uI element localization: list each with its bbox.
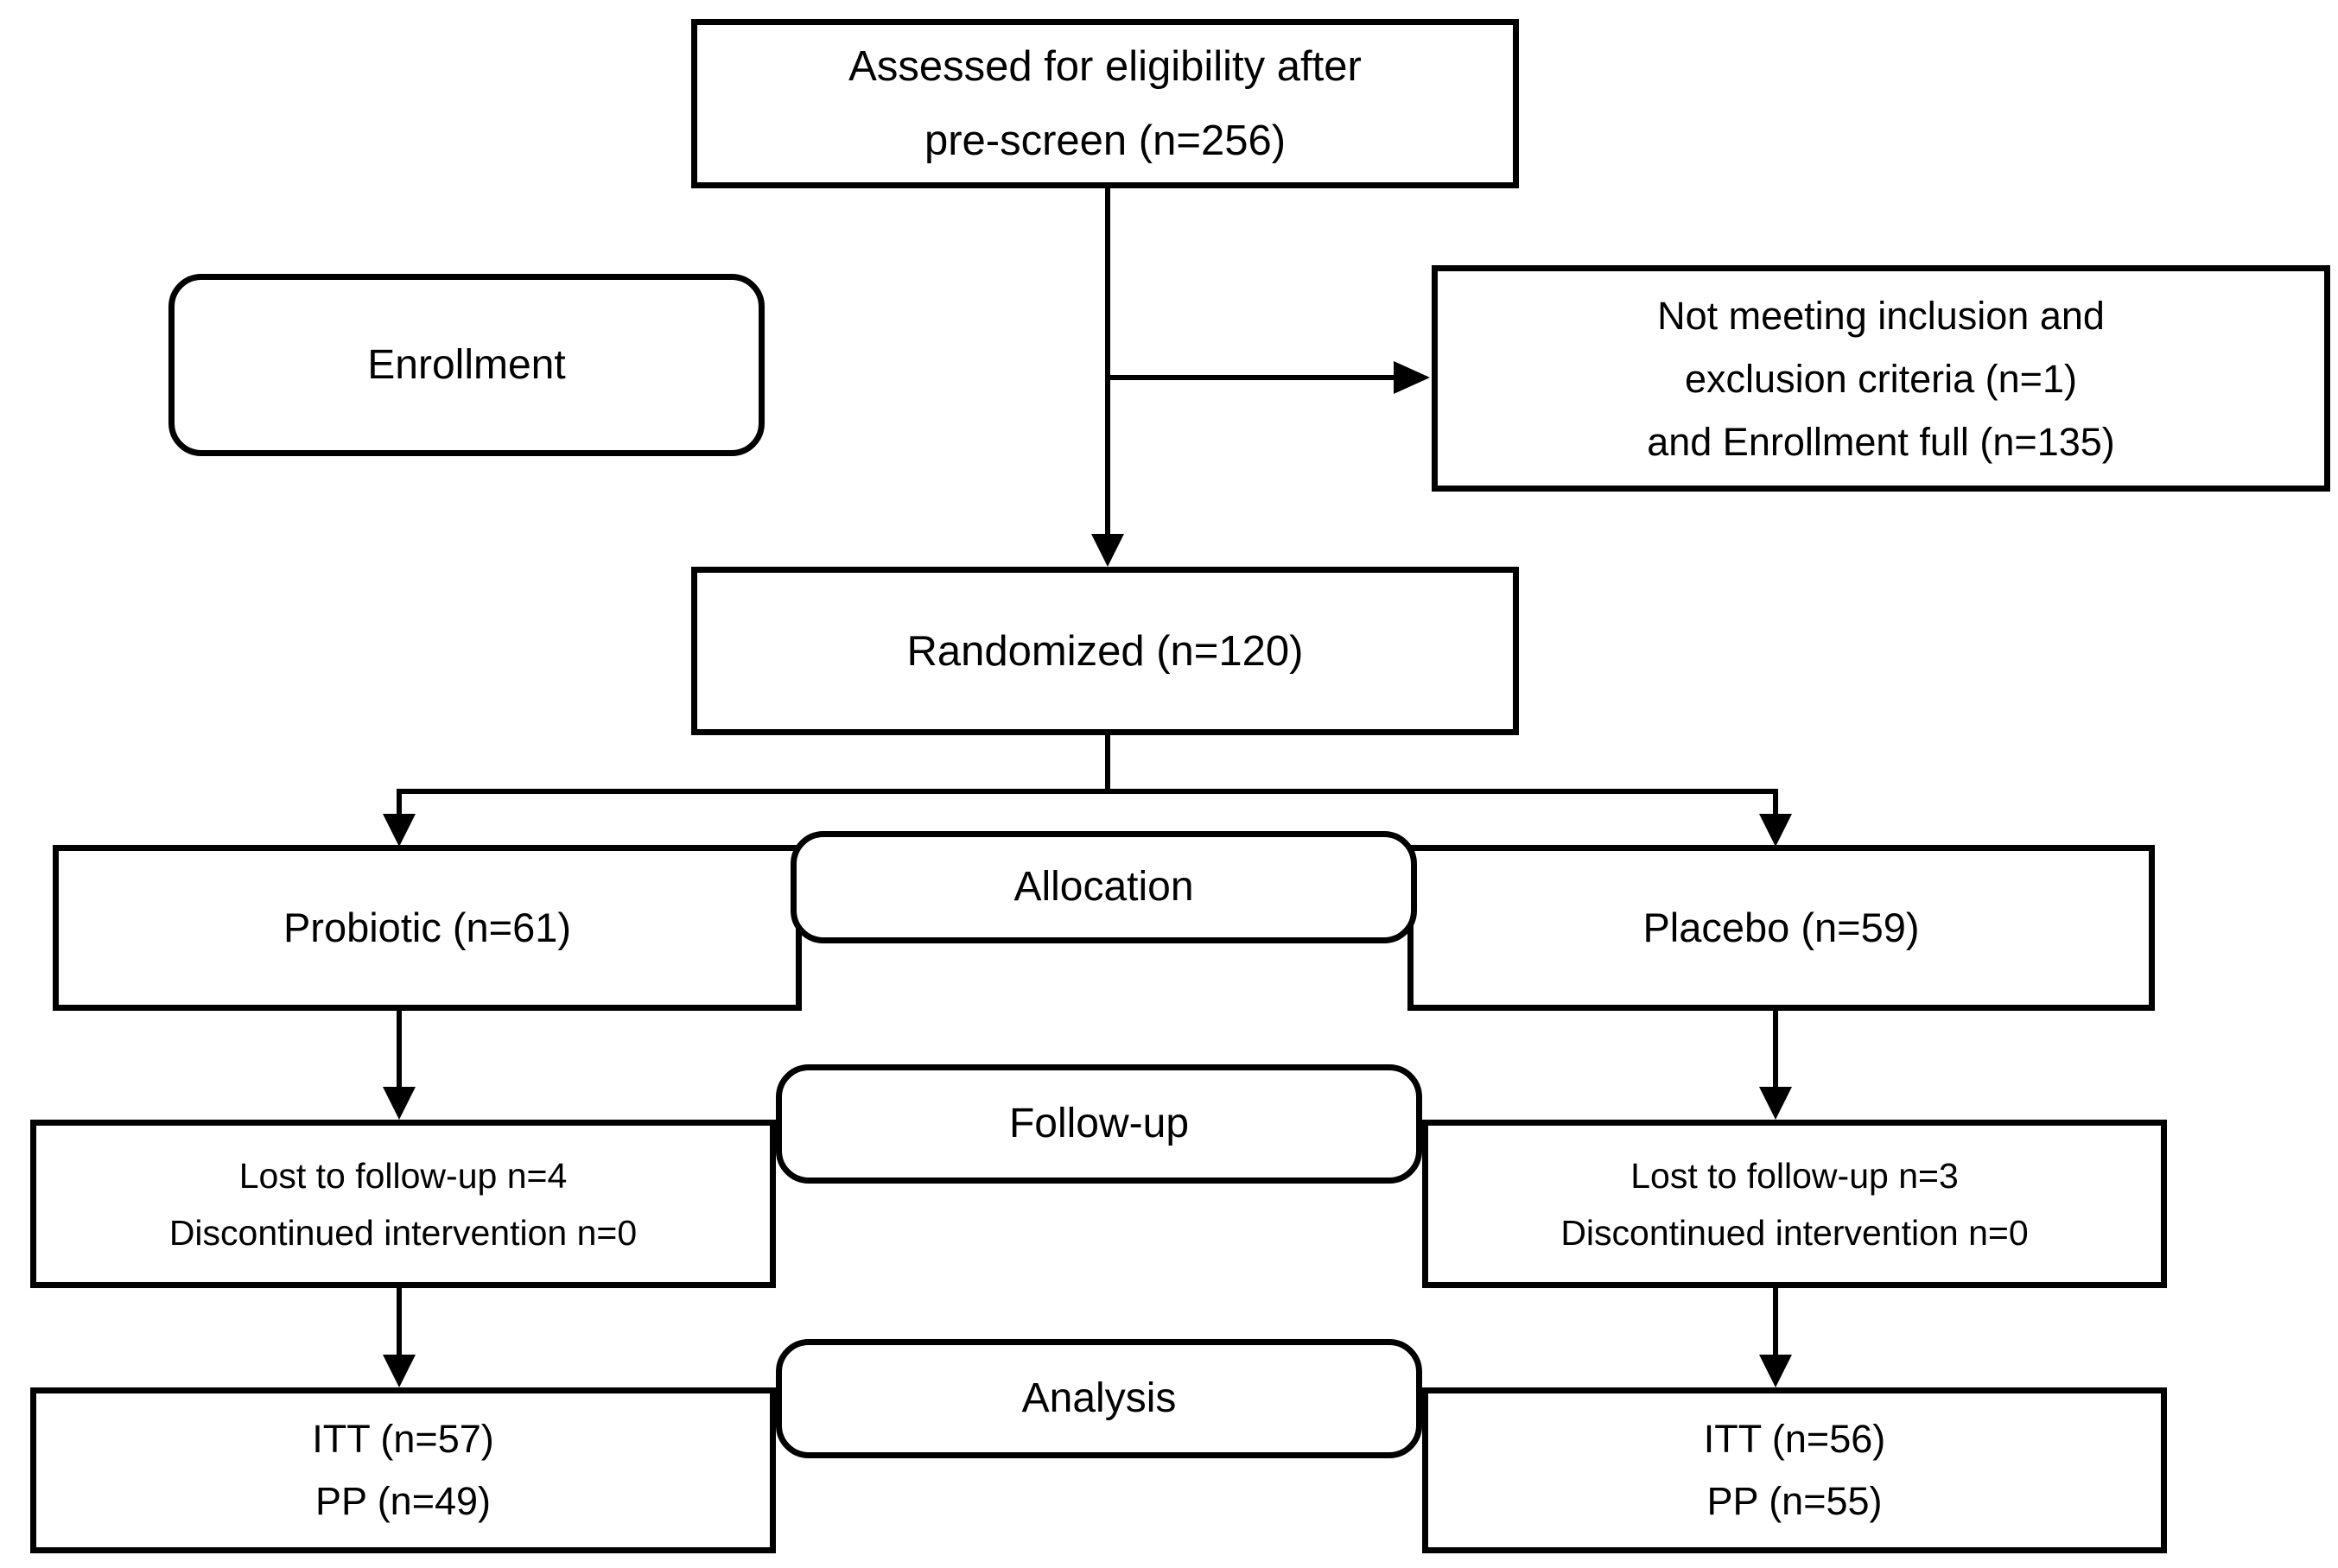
analysis-label: Analysis bbox=[1021, 1375, 1177, 1421]
assessed-to-randomized-arrowhead-icon bbox=[1091, 534, 1124, 567]
followup-label: Follow-up bbox=[1008, 1101, 1190, 1146]
randomized-stub-line bbox=[1105, 735, 1110, 794]
fork-right-arrowhead-icon bbox=[1759, 814, 1792, 847]
probiotic-followup-line-2: Discontinued intervention n=0 bbox=[168, 1212, 638, 1253]
probiotic-to-followup-arrowhead-icon bbox=[383, 1087, 416, 1120]
fork-right-descender-line bbox=[1773, 789, 1778, 816]
allocation-label: Allocation bbox=[1013, 864, 1194, 910]
randomized-text: Randomized (n=120) bbox=[906, 627, 1304, 675]
placebo-to-analysis-arrowhead-icon bbox=[1759, 1355, 1792, 1387]
placebo-text: Placebo (n=59) bbox=[1642, 905, 1920, 950]
probiotic-to-followup-line bbox=[397, 1011, 402, 1090]
placebo-box: Placebo (n=59) bbox=[1407, 845, 2155, 1011]
probiotic-followup-line-1: Lost to follow-up n=4 bbox=[238, 1155, 568, 1196]
enrollment-label-box: Enrollment bbox=[168, 274, 765, 456]
placebo-followup-box: Lost to follow-up n=3 Discontinued inter… bbox=[1422, 1120, 2167, 1288]
enrollment-label: Enrollment bbox=[367, 341, 566, 388]
fork-line bbox=[397, 789, 1778, 794]
probiotic-analysis-box: ITT (n=57) PP (n=49) bbox=[30, 1387, 776, 1553]
assessed-line-2: pre-screen (n=256) bbox=[924, 117, 1287, 164]
followup-label-box: Follow-up bbox=[776, 1064, 1422, 1184]
placebo-analysis-box: ITT (n=56) PP (n=55) bbox=[1422, 1387, 2167, 1553]
probiotic-analysis-line-1: ITT (n=57) bbox=[312, 1417, 494, 1461]
placebo-to-followup-line bbox=[1773, 1011, 1778, 1090]
allocation-label-box: Allocation bbox=[791, 831, 1417, 943]
randomized-box: Randomized (n=120) bbox=[691, 567, 1519, 735]
assessed-line-1: Assessed for eligibility after bbox=[848, 43, 1362, 90]
probiotic-box: Probiotic (n=61) bbox=[53, 845, 802, 1011]
exclusion-line-2: exclusion criteria (n=1) bbox=[1685, 356, 2077, 401]
probiotic-to-analysis-arrowhead-icon bbox=[383, 1355, 416, 1387]
branch-to-exclusion-arrowhead-icon bbox=[1394, 361, 1430, 394]
placebo-followup-line-2: Discontinued intervention n=0 bbox=[1560, 1212, 2029, 1253]
analysis-label-box: Analysis bbox=[776, 1339, 1422, 1458]
placebo-analysis-line-1: ITT (n=56) bbox=[1703, 1417, 1886, 1461]
exclusion-line-1: Not meeting inclusion and bbox=[1657, 293, 2105, 338]
placebo-analysis-line-2: PP (n=55) bbox=[1706, 1479, 1883, 1523]
probiotic-analysis-line-2: PP (n=49) bbox=[314, 1479, 492, 1523]
placebo-to-followup-arrowhead-icon bbox=[1759, 1087, 1792, 1120]
assessed-box: Assessed for eligibility after pre-scree… bbox=[691, 19, 1519, 188]
fork-left-descender-line bbox=[397, 789, 402, 816]
placebo-to-analysis-line bbox=[1773, 1288, 1778, 1358]
fork-left-arrowhead-icon bbox=[383, 814, 416, 847]
placebo-followup-line-1: Lost to follow-up n=3 bbox=[1630, 1155, 1959, 1196]
probiotic-text: Probiotic (n=61) bbox=[283, 905, 572, 950]
probiotic-followup-box: Lost to follow-up n=4 Discontinued inter… bbox=[30, 1120, 776, 1288]
branch-to-exclusion-line bbox=[1108, 375, 1395, 380]
exclusion-box: Not meeting inclusion and exclusion crit… bbox=[1432, 265, 2330, 492]
probiotic-to-analysis-line bbox=[397, 1288, 402, 1358]
exclusion-line-3: and Enrollment full (n=135) bbox=[1647, 419, 2115, 464]
assessed-to-randomized-line bbox=[1105, 188, 1110, 536]
